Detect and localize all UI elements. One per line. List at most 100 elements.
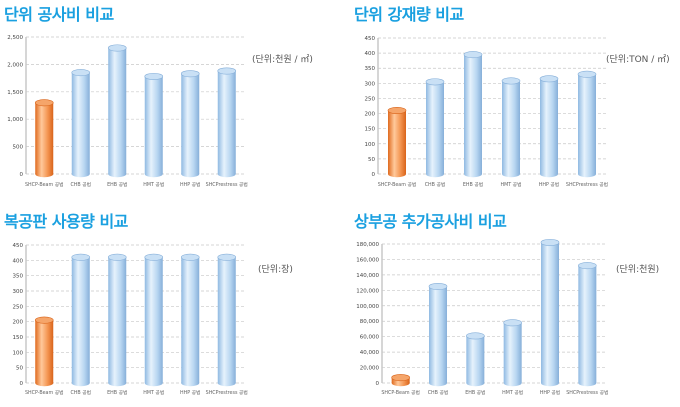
x-tick-label: EHB 공법: [465, 389, 485, 396]
bar: [34, 99, 54, 178]
x-tick-label: CHB 공법: [428, 389, 449, 396]
y-tick-label: 300: [13, 289, 24, 295]
y-tick-label: 80,000: [360, 319, 380, 325]
chart-title: 상부공 추가공사비 비교: [354, 212, 507, 231]
bar: [107, 44, 127, 178]
y-tick-label: 100: [365, 142, 376, 148]
y-tick-label: 400: [13, 258, 24, 264]
x-tick-label: SHCPrestress 공법: [206, 181, 248, 188]
x-tick-label: SHCPrestress 공법: [566, 181, 608, 188]
bar: [391, 374, 410, 387]
chart-panel-unit-cost: 단위 공사비 비교 (단위:천원 / ㎡) 0 500 1,000 1,500 2,00…: [0, 0, 340, 200]
y-tick-label: 100,000: [356, 304, 379, 310]
bar: [540, 238, 560, 387]
unit-label: (단위:장): [258, 265, 293, 275]
y-tick-label: 300: [365, 81, 376, 87]
y-tick-label: 180,000: [356, 242, 379, 248]
x-tick-label: SHCP-Beam 공법: [25, 389, 64, 396]
x-tick-label: SHCP-Beam 공법: [381, 389, 420, 396]
chart-panel-additional-cost: 상부공 추가공사비 비교 (단위:천원) 0 20,000 40,000 60,000…: [350, 207, 680, 407]
y-tick-label: 120,000: [356, 288, 379, 294]
bar: [71, 69, 91, 178]
y-tick-label: 160,000: [356, 257, 379, 263]
y-tick-label: 20,000: [360, 366, 380, 372]
y-tick-label: 250: [13, 304, 24, 310]
y-tick-label: 0: [372, 172, 376, 178]
y-tick-label: 1,500: [7, 90, 23, 96]
bar: [539, 75, 559, 178]
bar: [180, 253, 200, 387]
unit-label: (단위:천원 / ㎡): [252, 55, 313, 65]
bar: [428, 282, 448, 387]
bar: [578, 262, 597, 387]
bar: [577, 70, 597, 178]
y-tick-label: 50: [16, 366, 23, 372]
x-tick-label: HHP 공법: [540, 389, 560, 396]
y-tick-label: 200: [365, 112, 376, 118]
y-tick-label: 100: [13, 350, 24, 356]
bar: [503, 319, 522, 387]
x-tick-label: HHP 공법: [180, 389, 200, 396]
bar: [34, 316, 54, 387]
y-tick-label: 2,000: [7, 62, 23, 68]
y-tick-label: 150: [365, 127, 376, 133]
x-tick-label: EHB 공법: [107, 389, 127, 396]
chart-title: 복공판 사용량 비교: [4, 212, 128, 231]
y-tick-label: 0: [20, 381, 24, 387]
chart-panel-deck-usage: 복공판 사용량 비교 (단위:장) 0 50 100 150 200 250 300 350 4…: [0, 207, 340, 407]
x-tick-label: SHCPrestress 공법: [206, 389, 248, 396]
bar: [463, 51, 483, 178]
x-tick-label: HHP 공법: [539, 181, 559, 188]
bar: [425, 78, 445, 178]
x-tick-label: SHCP-Beam 공법: [378, 181, 417, 188]
x-tick-label: EHB 공법: [107, 181, 127, 188]
x-tick-label: CHB 공법: [70, 389, 91, 396]
x-tick-label: HMT 공법: [143, 389, 164, 396]
bar: [107, 253, 127, 387]
y-tick-label: 1,000: [7, 117, 23, 123]
x-tick-label: SHCPrestress 공법: [566, 389, 608, 396]
y-tick-label: 0: [376, 381, 380, 387]
unit-label: (단위:천원): [616, 265, 660, 275]
chart-title: 단위 공사비 비교: [4, 5, 114, 24]
y-tick-label: 250: [365, 96, 376, 102]
x-tick-label: SHCP-Beam 공법: [25, 181, 64, 188]
bar: [180, 70, 200, 178]
y-tick-label: 500: [13, 145, 24, 151]
y-tick-label: 200: [13, 320, 24, 326]
bar: [387, 107, 407, 178]
bar-chart: 0 20,000 40,000 60,000 80,000 100,000 120,000 1…: [356, 238, 608, 396]
y-tick-label: 450: [365, 36, 376, 42]
bar: [217, 253, 237, 387]
x-tick-label: CHB 공법: [425, 181, 446, 188]
bar: [144, 253, 164, 387]
y-tick-label: 50: [368, 157, 375, 163]
x-tick-label: HHP 공법: [180, 181, 200, 188]
x-tick-label: CHB 공법: [70, 181, 91, 188]
y-tick-label: 350: [13, 274, 24, 280]
bar: [144, 72, 164, 178]
y-tick-label: 40,000: [360, 350, 380, 356]
chart-panel-steel-amount: 단위 강재량 비교 (단위:TON / ㎡) 0 50 100 150 200 250 30…: [350, 0, 680, 200]
bar: [466, 332, 485, 387]
y-tick-label: 60,000: [360, 335, 380, 341]
chart-title: 단위 강재량 비교: [354, 5, 464, 24]
y-tick-label: 150: [13, 335, 24, 341]
y-tick-label: 2,500: [7, 35, 23, 41]
x-tick-label: HMT 공법: [143, 181, 164, 188]
y-tick-label: 0: [20, 172, 24, 178]
x-tick-label: HMT 공법: [502, 389, 523, 396]
x-tick-label: HMT 공법: [500, 181, 521, 188]
bar: [71, 253, 91, 387]
unit-label: (단위:TON / ㎡): [606, 55, 670, 65]
y-tick-label: 450: [13, 243, 24, 249]
bar: [501, 77, 521, 178]
x-tick-label: EHB 공법: [463, 181, 483, 188]
y-tick-label: 350: [365, 66, 376, 72]
bar: [217, 67, 237, 178]
y-tick-label: 400: [365, 51, 376, 57]
y-tick-label: 140,000: [356, 273, 379, 279]
